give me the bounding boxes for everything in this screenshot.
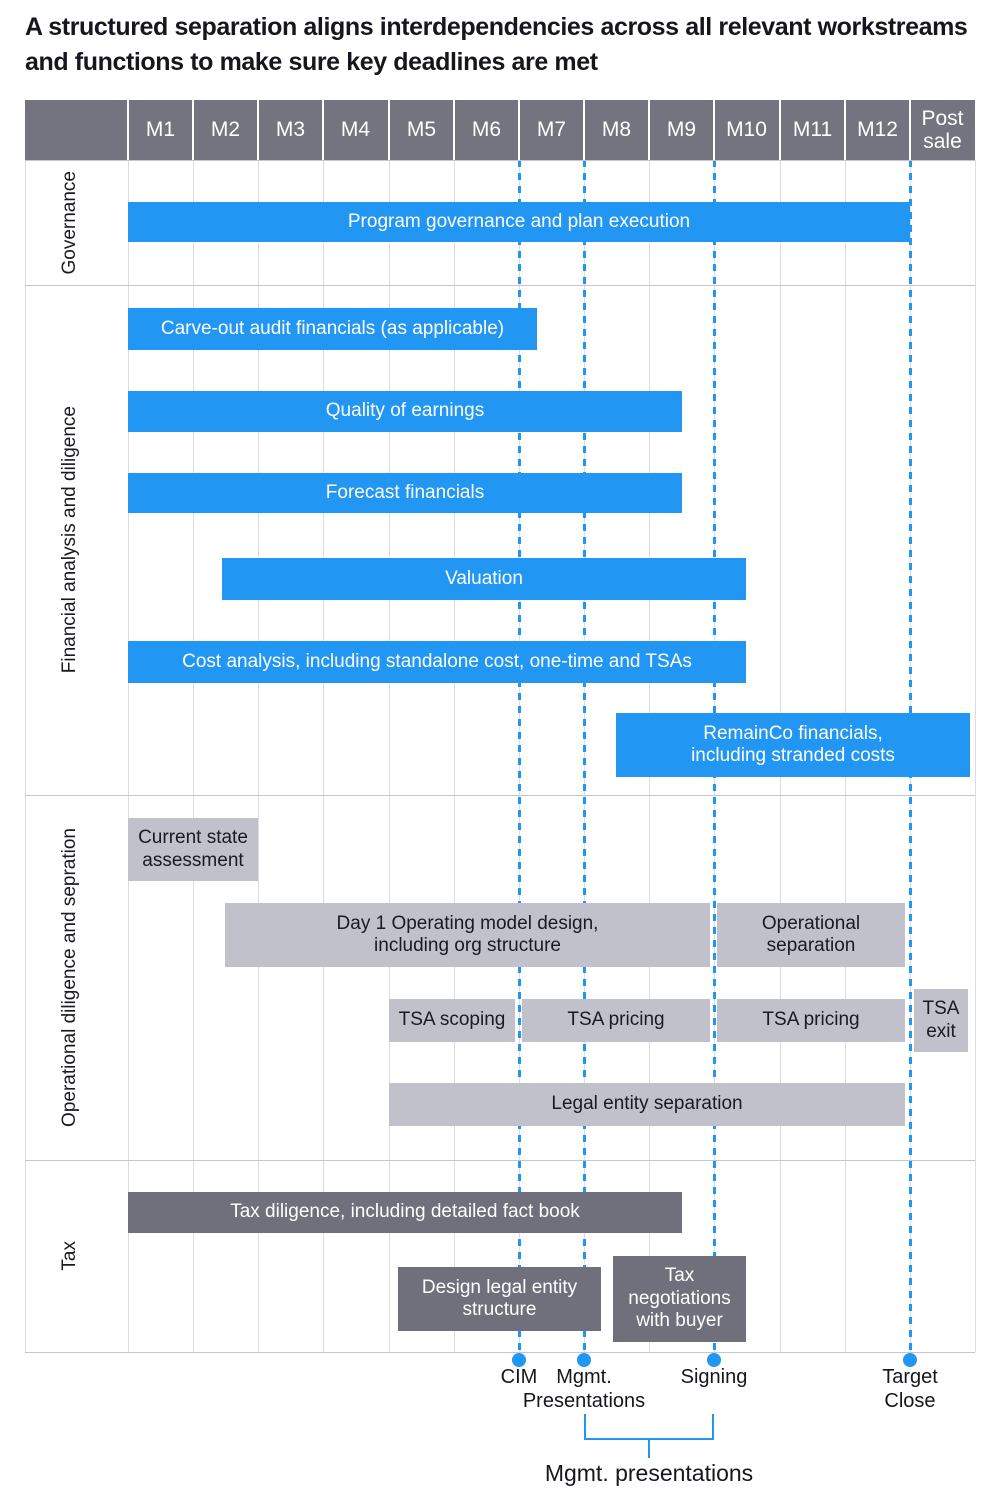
month-header: M9 xyxy=(666,118,697,142)
milestone-dot xyxy=(512,1353,526,1367)
grid-line xyxy=(258,160,259,1352)
gantt-bar: Program governance and plan execution xyxy=(128,202,910,242)
header-separator xyxy=(518,100,520,160)
milestone-dot xyxy=(577,1353,591,1367)
grid-line xyxy=(323,160,324,1352)
workstream-label: Governance xyxy=(28,160,112,285)
month-header: M1 xyxy=(145,118,176,142)
gantt-bar: TSA exit xyxy=(914,989,968,1052)
gantt-bar: TSA pricing xyxy=(522,999,710,1042)
gantt-bar: RemainCo financials, including stranded … xyxy=(616,713,970,777)
milestone-dash-line xyxy=(583,160,586,1356)
gantt-bar: Design legal entity structure xyxy=(398,1267,601,1331)
section-divider xyxy=(25,1160,975,1161)
section-divider xyxy=(25,285,975,286)
month-header: M7 xyxy=(536,118,567,142)
header-separator xyxy=(779,100,781,160)
workstream-label: Tax xyxy=(28,1160,112,1352)
grid-line xyxy=(128,160,129,1352)
month-header: M6 xyxy=(471,118,502,142)
month-header: Post sale xyxy=(921,106,964,153)
month-header: M5 xyxy=(406,118,437,142)
milestone-dot xyxy=(707,1353,721,1367)
section-divider xyxy=(25,795,975,796)
gantt-bar: Current state assessment xyxy=(128,818,258,881)
milestone-label: Mgmt. Presentations xyxy=(522,1366,646,1412)
milestone-dot xyxy=(903,1353,917,1367)
gantt-bar: Quality of earnings xyxy=(128,391,682,432)
month-header: M3 xyxy=(275,118,306,142)
section-divider xyxy=(25,160,975,161)
month-header: M8 xyxy=(601,118,632,142)
header-separator xyxy=(909,100,911,160)
month-header: M2 xyxy=(210,118,241,142)
month-header: M12 xyxy=(857,118,898,142)
header-separator xyxy=(127,100,129,160)
table-bottom-border xyxy=(25,1352,975,1353)
gantt-bar: TSA pricing xyxy=(717,999,905,1042)
gantt-bar: Cost analysis, including standalone cost… xyxy=(128,641,746,683)
workstream-label-text: Tax xyxy=(59,1241,80,1271)
timeline-header-strip xyxy=(25,100,975,160)
gantt-bar: TSA scoping xyxy=(389,999,515,1042)
workstream-label: Operational diligence and sepration xyxy=(28,795,112,1160)
header-separator xyxy=(648,100,650,160)
milestone-label: CIM xyxy=(500,1366,538,1388)
grid-line xyxy=(193,160,194,1352)
workstream-label-text: Operational diligence and sepration xyxy=(59,828,80,1127)
gantt-bar: Valuation xyxy=(222,558,746,600)
bracket-label: Mgmt. presentations xyxy=(544,1460,754,1486)
table-left-border xyxy=(25,160,26,1352)
header-separator xyxy=(192,100,194,160)
gantt-bar: Operational separation xyxy=(717,903,905,967)
bracket-stem xyxy=(648,1438,650,1458)
gantt-bar: Day 1 Operating model design, including … xyxy=(225,903,710,967)
workstream-label-text: Governance xyxy=(59,170,80,275)
grid-line xyxy=(975,160,976,1352)
grid-line xyxy=(389,160,390,1352)
grid-line xyxy=(454,160,455,1352)
gantt-bar: Tax negotiations with buyer xyxy=(613,1256,746,1342)
bracket xyxy=(584,1414,714,1440)
header-separator xyxy=(583,100,585,160)
workstream-label-text: Financial analysis and diligence xyxy=(59,406,80,674)
month-header: M4 xyxy=(340,118,371,142)
page-title: A structured separation aligns interdepe… xyxy=(25,13,968,76)
gantt-bar: Legal entity separation xyxy=(389,1083,905,1126)
milestone-label: Target Close xyxy=(882,1366,938,1412)
header-separator xyxy=(257,100,259,160)
gantt-bar: Carve-out audit financials (as applicabl… xyxy=(128,308,537,350)
header-separator xyxy=(388,100,390,160)
gantt-bar: Tax diligence, including detailed fact b… xyxy=(128,1192,682,1233)
milestone-label: Signing xyxy=(680,1366,748,1388)
gantt-bar: Forecast financials xyxy=(128,473,682,513)
month-header: M10 xyxy=(726,118,767,142)
milestone-dash-line xyxy=(518,160,521,1356)
header-separator xyxy=(713,100,715,160)
workstream-label: Financial analysis and diligence xyxy=(28,285,112,795)
header-separator xyxy=(453,100,455,160)
header-separator xyxy=(322,100,324,160)
month-header: M11 xyxy=(792,118,833,142)
header-separator xyxy=(844,100,846,160)
